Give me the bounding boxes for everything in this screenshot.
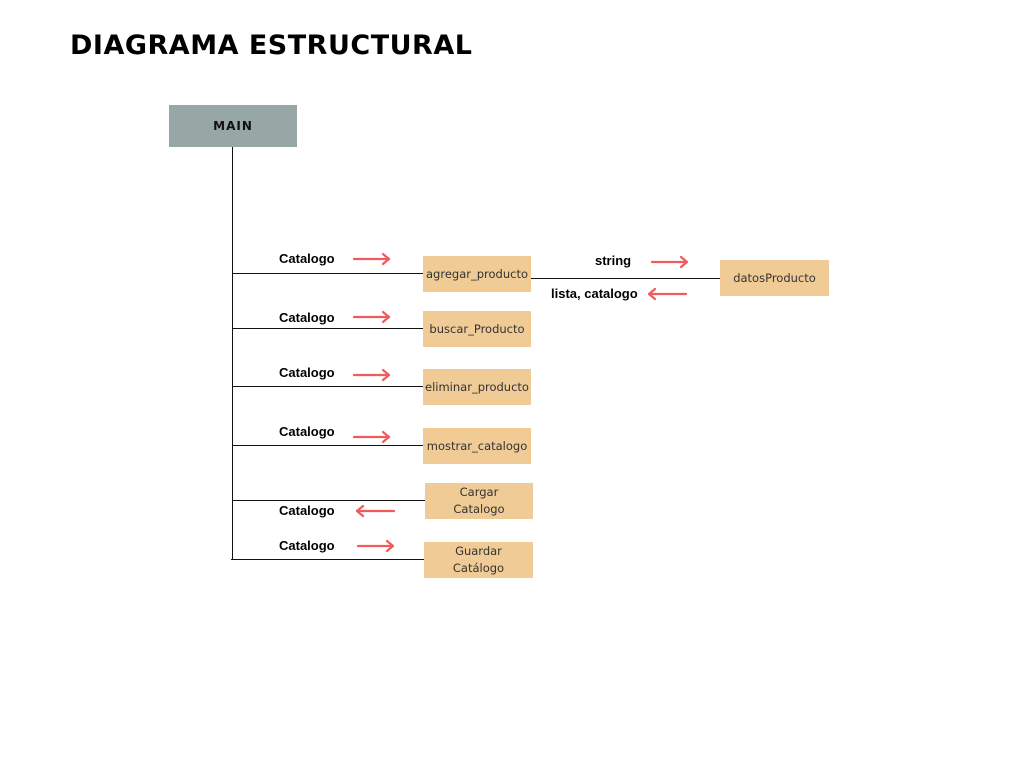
function-box-mostrar-catalogo: mostrar_catalogo: [423, 428, 531, 464]
arrow-right-icon: [356, 539, 395, 553]
function-box-cargar-catalogo: Cargar Catalogo: [425, 483, 533, 519]
param-label: string: [595, 253, 632, 268]
branch-line: [232, 273, 424, 274]
branch-line: [231, 559, 424, 560]
main-label: MAIN: [213, 118, 253, 133]
branch-line: [232, 328, 423, 329]
function-label: Guardar Catálogo: [452, 544, 505, 575]
branch-line: [232, 445, 423, 446]
arrow-left-icon: [355, 504, 396, 518]
function-label: eliminar_producto: [425, 379, 529, 394]
function-label: datosProducto: [733, 270, 816, 285]
diagram-title: DIAGRAMA ESTRUCTURAL: [70, 30, 473, 61]
function-box-guardar-catalogo: Guardar Catálogo: [424, 542, 533, 578]
function-box-eliminar-producto: eliminar_producto: [423, 369, 531, 405]
param-label: Catalogo: [279, 538, 335, 553]
function-label: Cargar Catalogo: [453, 485, 505, 516]
param-label: Catalogo: [279, 424, 335, 439]
arrow-right-icon: [352, 430, 391, 444]
arrow-left-icon: [647, 287, 688, 301]
param-label: Catalogo: [279, 310, 335, 325]
param-label: Catalogo: [279, 251, 335, 266]
function-box-datos-producto: datosProducto: [720, 260, 829, 296]
param-label: Catalogo: [279, 503, 335, 518]
param-label: Catalogo: [279, 365, 335, 380]
function-label: buscar_Producto: [429, 321, 525, 336]
branch-line: [232, 500, 425, 501]
function-label: agregar_producto: [426, 266, 528, 281]
branch-line: [232, 386, 423, 387]
sub-branch-line: [531, 278, 720, 279]
arrow-right-icon: [650, 255, 689, 269]
trunk-line: [232, 147, 233, 560]
function-box-buscar-producto: buscar_Producto: [423, 311, 531, 347]
param-label: lista, catalogo: [551, 286, 638, 301]
function-label: mostrar_catalogo: [426, 438, 528, 453]
arrow-right-icon: [352, 310, 391, 324]
function-box-agregar-producto: agregar_producto: [423, 256, 531, 292]
arrow-right-icon: [352, 252, 391, 266]
main-box: MAIN: [169, 105, 297, 147]
arrow-right-icon: [352, 368, 391, 382]
